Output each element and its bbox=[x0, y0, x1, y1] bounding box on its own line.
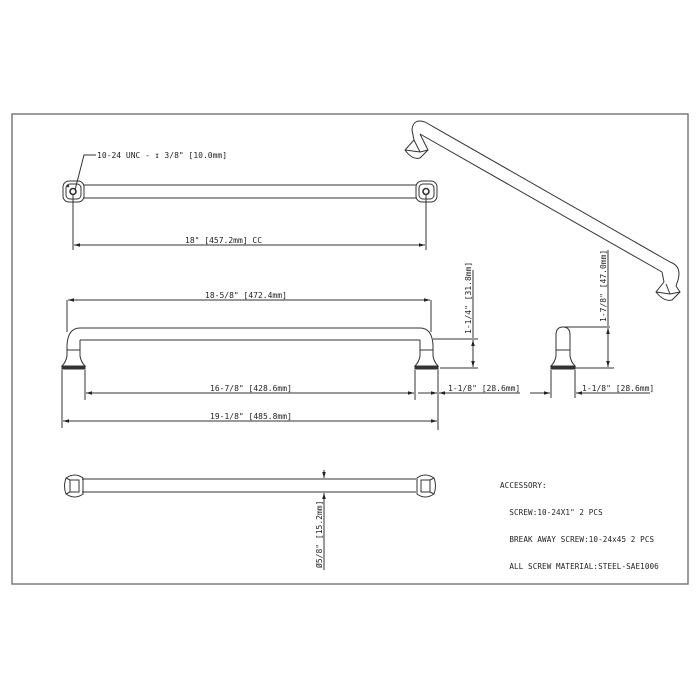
bottom-view bbox=[64, 470, 436, 570]
top-view bbox=[62, 154, 438, 250]
bar-diameter-label: Ø5/8" [15.2mm] bbox=[314, 501, 324, 568]
projection-height-label: 1-1/4" [31.8mm] bbox=[464, 262, 473, 334]
side-foot-width-label: 1-1/8" [28.6mm] bbox=[582, 384, 654, 393]
inner-length-label: 16-7/8" [428.6mm] bbox=[210, 384, 292, 393]
overall-length-top-label: 18-5/8" [472.4mm] bbox=[205, 291, 287, 300]
front-foot-width-label: 1-1/8" [28.6mm] bbox=[448, 384, 520, 393]
overall-length-label: 19-1/8" [485.8mm] bbox=[210, 412, 292, 421]
thread-callout-label: 10-24 UNC - ↧ 3/8" [10.0mm] bbox=[97, 151, 227, 160]
side-height-label: 1-7/8" [47.0mm] bbox=[599, 250, 608, 322]
drawing-frame bbox=[11, 113, 689, 585]
side-view bbox=[530, 250, 650, 398]
front-view bbox=[60, 270, 520, 430]
notes-title: ACCESSORY: bbox=[500, 481, 547, 490]
isometric-view bbox=[404, 120, 681, 301]
notes-line-material: ALL SCREW MATERIAL:STEEL-SAE1006 bbox=[500, 562, 659, 571]
notes-line-breakaway-screw: BREAK AWAY SCREW:10-24x45 2 PCS bbox=[500, 535, 655, 544]
center-to-center-label: 18" [457.2mm] CC bbox=[185, 236, 262, 245]
accessory-notes: ACCESSORY: SCREW:10-24X1" 2 PCS BREAK AW… bbox=[500, 463, 659, 580]
notes-line-screw: SCREW:10-24X1" 2 PCS bbox=[500, 508, 603, 517]
